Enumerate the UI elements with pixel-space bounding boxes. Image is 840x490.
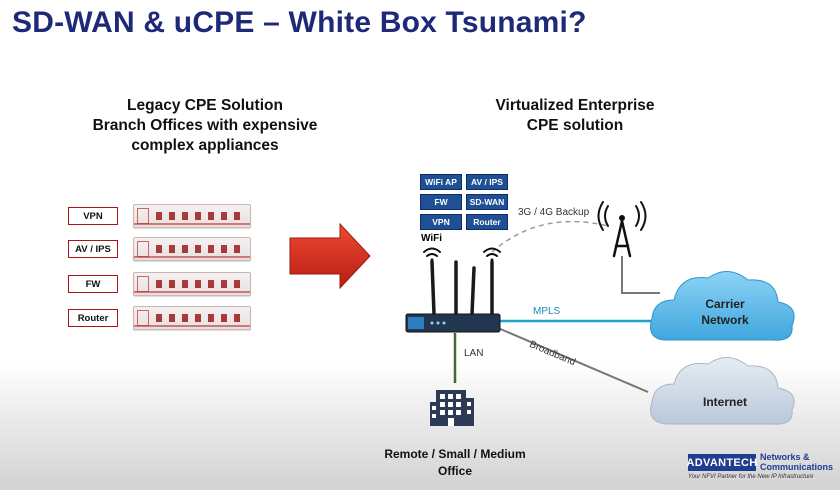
tower-link bbox=[621, 256, 660, 294]
carrier-network-label-line-2: Network bbox=[701, 313, 749, 327]
carrier-network-label-line-1: Carrier bbox=[705, 297, 745, 311]
function-box-av-ips: AV / IPS bbox=[466, 174, 508, 190]
legacy-heading-line-1: Legacy CPE Solution bbox=[127, 97, 283, 114]
slide-title: SD-WAN & uCPE – White Box Tsunami? bbox=[12, 6, 587, 39]
carrier-network-cloud bbox=[650, 271, 795, 341]
wifi-icon-left bbox=[423, 247, 441, 262]
transition-arrow bbox=[289, 222, 371, 290]
office-label: Remote / Small / Medium Office bbox=[370, 446, 540, 480]
advantech-logo-tagline: Your NFVI Partner for the New IP Infrast… bbox=[688, 474, 814, 480]
legacy-heading-line-3: complex appliances bbox=[131, 137, 279, 154]
legacy-label-fw: FW bbox=[68, 275, 118, 293]
advantech-logo-side-line-1: Networks & bbox=[760, 452, 810, 462]
lan-label: LAN bbox=[464, 348, 484, 359]
legacy-label-vpn: VPN bbox=[68, 207, 118, 225]
function-box-sd-wan: SD-WAN bbox=[466, 194, 508, 210]
cell-tower-icon bbox=[597, 201, 647, 258]
function-box-fw: FW bbox=[420, 194, 462, 210]
backup-label: 3G / 4G Backup bbox=[518, 207, 590, 218]
function-box-vpn: VPN bbox=[420, 214, 462, 230]
legacy-label-av-ips: AV / IPS bbox=[68, 240, 118, 258]
virtualized-heading: Virtualized Enterprise CPE solution bbox=[440, 96, 710, 136]
legacy-appliance-vpn bbox=[133, 204, 251, 228]
wifi-icon-right bbox=[483, 247, 501, 262]
advantech-logo-mark: ADVANTECH bbox=[687, 454, 757, 471]
wifi-label: WiFi bbox=[421, 233, 443, 244]
virtualized-heading-line-1: Virtualized Enterprise bbox=[495, 97, 655, 114]
broadband-link bbox=[497, 327, 649, 393]
function-box-router: Router bbox=[466, 214, 508, 230]
advantech-logo: ADVANTECH Networks & Communications Your… bbox=[687, 452, 836, 486]
advantech-logo-side-line-2: Communications bbox=[760, 462, 834, 472]
office-label-line-1: Remote / Small / Medium bbox=[384, 447, 526, 461]
internet-cloud bbox=[650, 357, 795, 425]
carrier-network-label: Carrier Network bbox=[670, 296, 780, 328]
internet-label: Internet bbox=[702, 395, 747, 409]
legacy-heading-line-2: Branch Offices with expensive bbox=[92, 117, 318, 134]
virtualized-heading-line-2: CPE solution bbox=[526, 117, 624, 134]
mpls-label: MPLS bbox=[533, 306, 561, 317]
legacy-appliance-fw bbox=[133, 272, 251, 296]
backup-link bbox=[491, 220, 609, 253]
advantech-logo-side: Networks & Communications bbox=[760, 452, 833, 472]
ucpe-device bbox=[405, 260, 501, 333]
legacy-label-router: Router bbox=[68, 309, 118, 327]
legacy-heading: Legacy CPE Solution Branch Offices with … bbox=[60, 96, 350, 156]
office-building-icon bbox=[430, 390, 474, 426]
legacy-appliance-router bbox=[133, 306, 251, 330]
function-box-wifi-ap: WiFi AP bbox=[420, 174, 462, 190]
office-label-line-2: Office bbox=[437, 464, 472, 478]
legacy-appliance-av-ips bbox=[133, 237, 251, 261]
